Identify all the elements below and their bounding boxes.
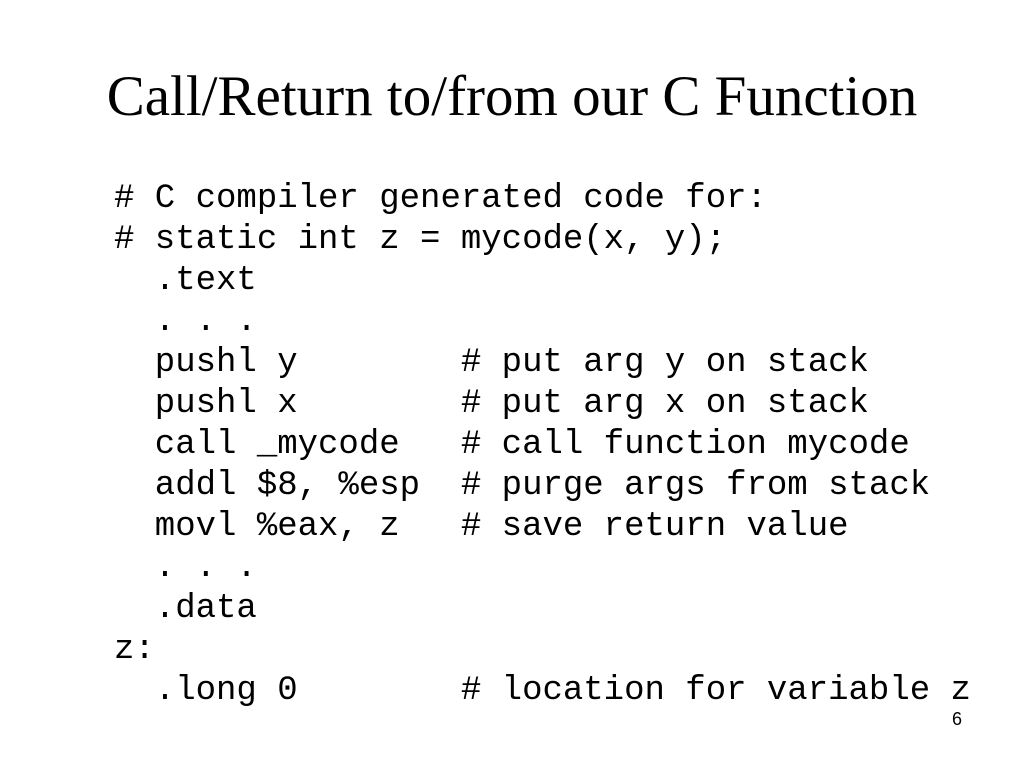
code-line: addl $8, %esp # purge args from stack [114,467,931,505]
code-line: .data [114,590,257,628]
code-line: # C compiler generated code for: [114,180,767,218]
code-line: movl %eax, z # save return value [114,508,849,546]
code-line: z: [114,631,155,669]
code-line: .long 0 # location for variable z [114,672,971,710]
slide-title: Call/Return to/from our C Function [106,65,918,128]
code-line: .text [114,262,257,300]
slide-number: 6 [951,709,962,729]
code-line: # static int z = mycode(x, y); [114,221,727,259]
code-line: . . . [114,549,257,587]
code-line: pushl x # put arg x on stack [114,385,869,423]
code-line: pushl y # put arg y on stack [114,344,869,382]
code-block: # C compiler generated code for:# static… [114,179,971,712]
code-line: . . . [114,303,257,341]
code-line: call _mycode # call function mycode [114,426,910,464]
